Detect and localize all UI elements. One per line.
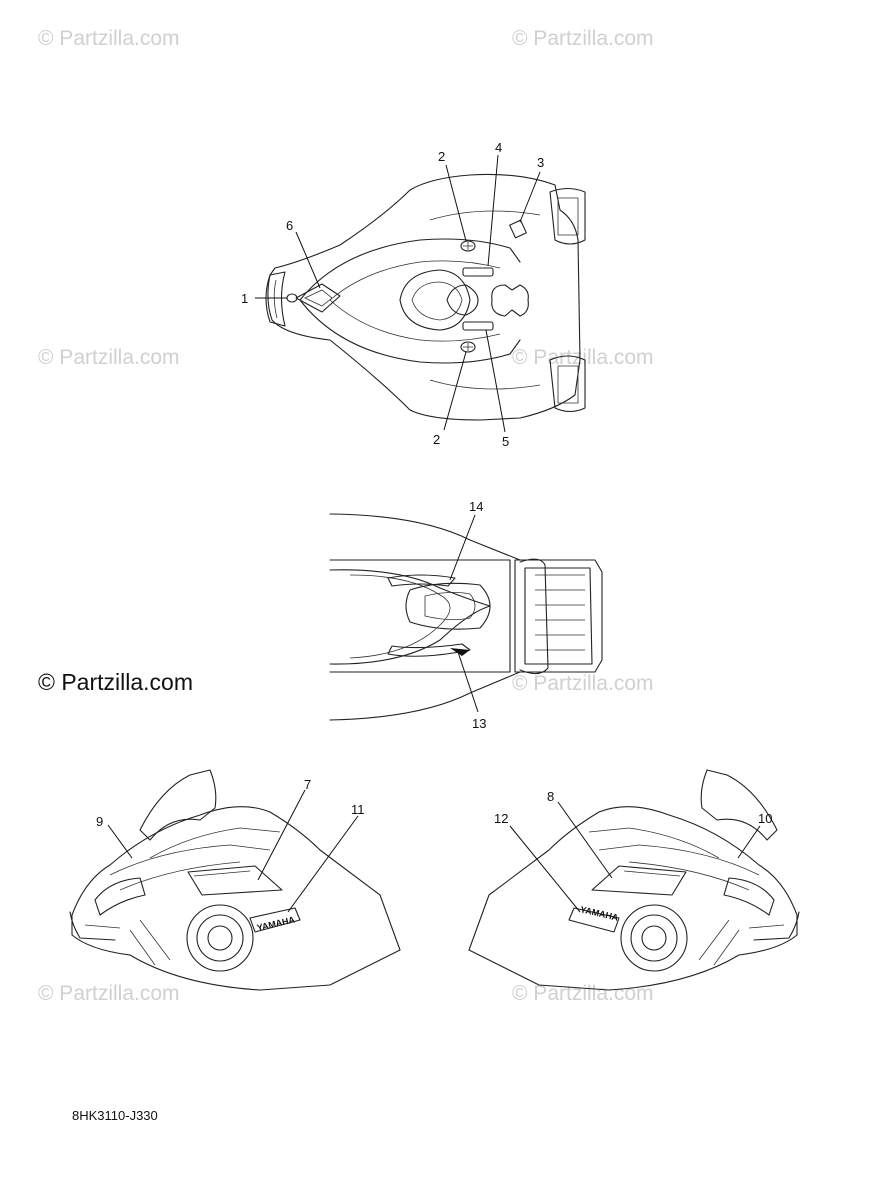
watermark-top-right: © Partzilla.com: [512, 27, 654, 50]
left-side-leaders: [107, 789, 359, 913]
watermark-top-left: © Partzilla.com: [38, 27, 180, 50]
rear-seat-illustration: [329, 513, 603, 721]
callout-7: 7: [304, 777, 311, 792]
callout-8: 8: [547, 789, 554, 804]
callout-6: 6: [286, 218, 293, 233]
rear-seat-callouts: 14 13: [469, 499, 486, 731]
callout-10: 10: [758, 811, 772, 826]
callout-1: 1: [241, 291, 248, 306]
brand-decal-left: YAMAHA: [256, 914, 296, 933]
right-side-illustration: [468, 769, 800, 991]
diagram-code: 8HK3110-J330: [72, 1108, 158, 1123]
watermark-group: © Partzilla.com © Partzilla.com © Partzi…: [38, 27, 654, 1005]
watermark-mid-right: © Partzilla.com: [512, 346, 654, 369]
callout-2-bottom: 2: [433, 432, 440, 447]
callout-4: 4: [495, 140, 502, 155]
right-side-callouts: 10 8 12: [494, 789, 772, 826]
left-side-callouts: 9 7 11: [96, 777, 365, 829]
callout-11: 11: [351, 802, 365, 817]
callout-13: 13: [472, 716, 486, 731]
callout-12: 12: [494, 811, 508, 826]
watermark-lower-right: © Partzilla.com: [512, 672, 654, 695]
callout-9: 9: [96, 814, 103, 829]
right-side-leaders: [509, 801, 761, 913]
rear-seat-leaders: [449, 514, 479, 713]
watermark-bottom-left: © Partzilla.com: [38, 982, 180, 1005]
callout-14: 14: [469, 499, 483, 514]
top-view-callouts: 1 2 4 3 6 2 5: [241, 140, 544, 449]
watermark-mid-left: © Partzilla.com: [38, 346, 180, 369]
brand-decal-right: YAMAHA: [579, 904, 619, 923]
top-view-leaders: [255, 154, 541, 433]
callout-3: 3: [537, 155, 544, 170]
watermark-bottom-right: © Partzilla.com: [512, 982, 654, 1005]
callout-2-top: 2: [438, 149, 445, 164]
callout-5: 5: [502, 434, 509, 449]
top-view-illustration: [265, 173, 586, 421]
watermark-main: © Partzilla.com: [38, 669, 193, 695]
